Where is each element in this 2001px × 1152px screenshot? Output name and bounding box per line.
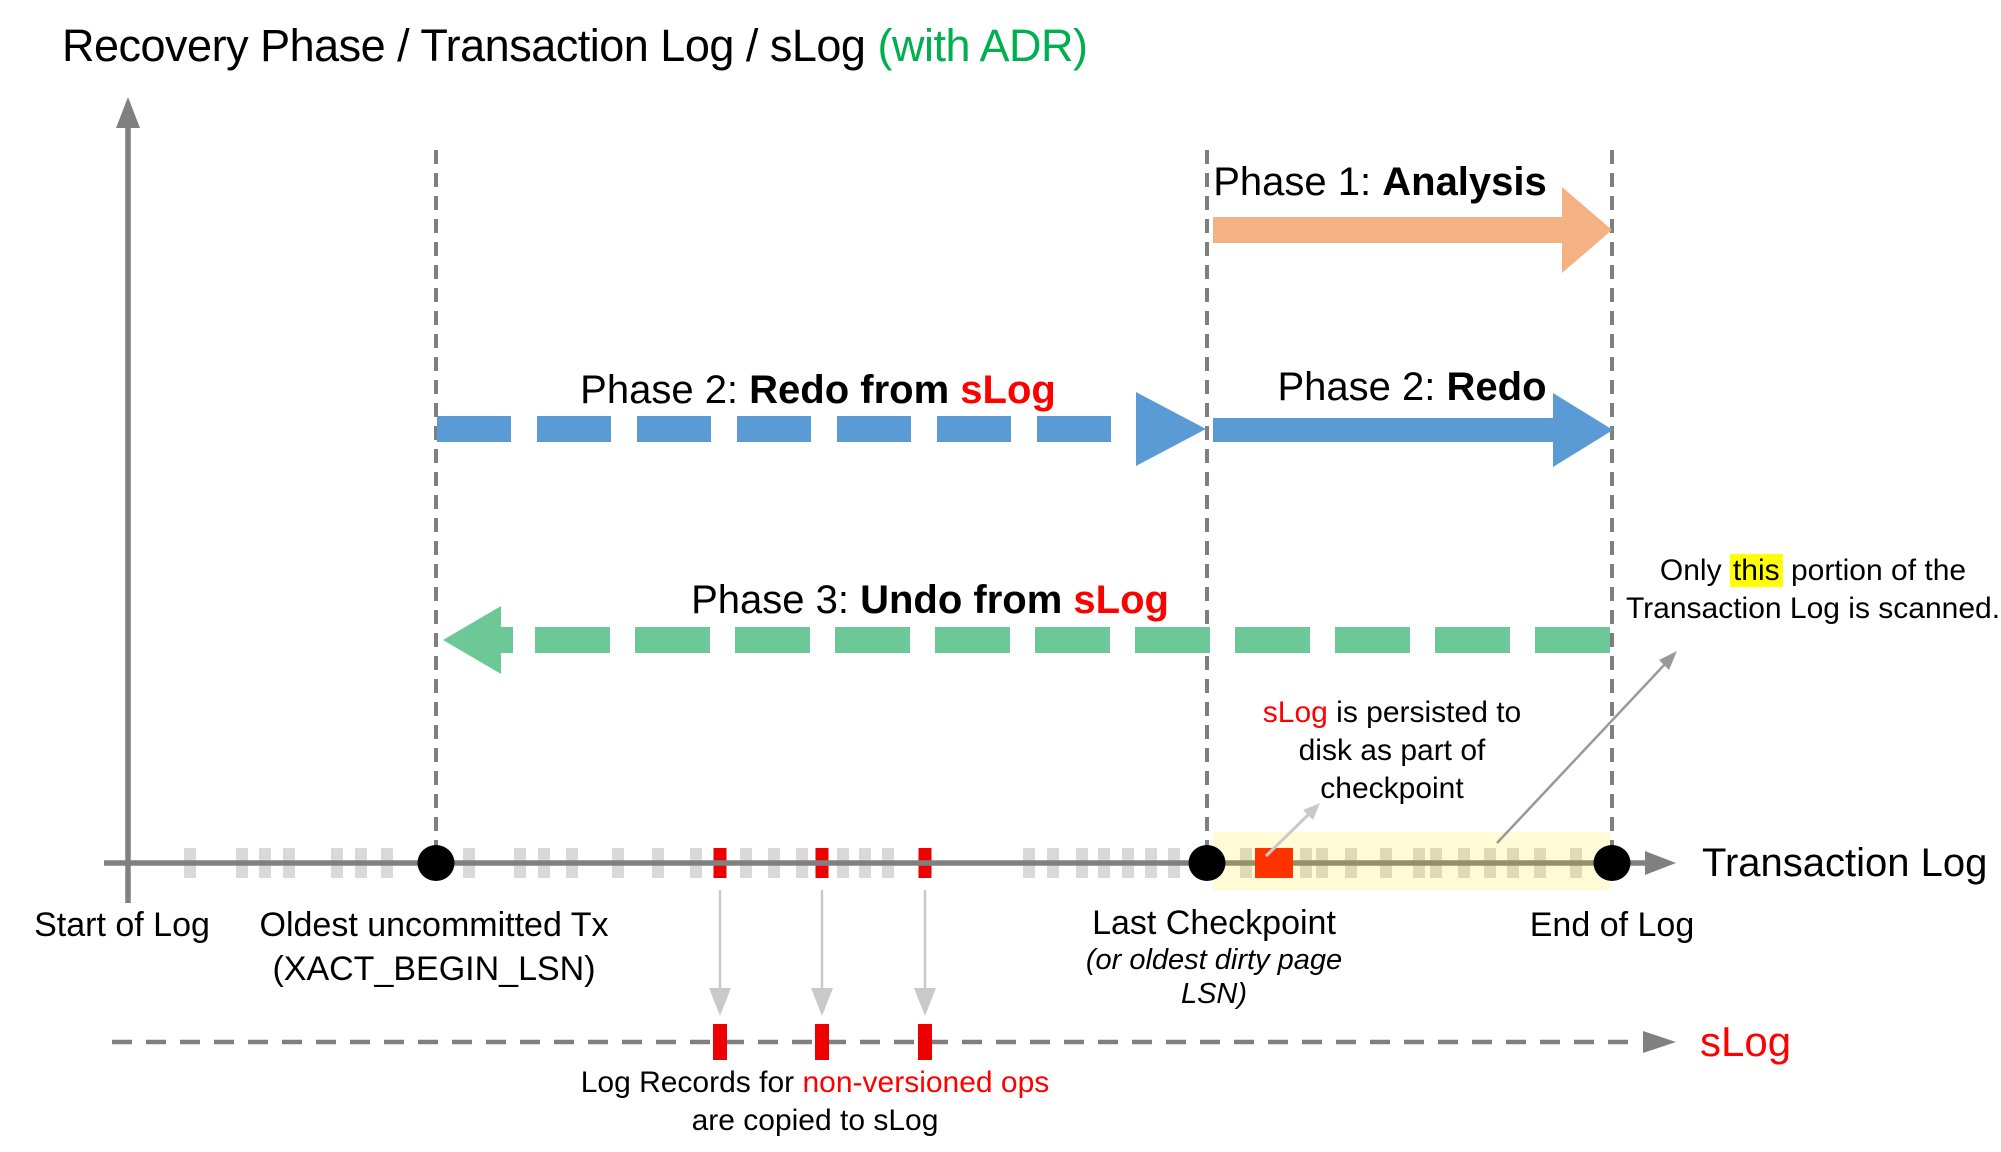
oldest-tx-label: Oldest uncommitted Tx (XACT_BEGIN_LSN): [260, 903, 609, 991]
copy-down-arrowhead: [811, 988, 833, 1016]
checkpoint-line2: (or oldest dirty page: [1085, 944, 1343, 976]
copy-down-arrowhead: [914, 988, 936, 1016]
scan-note: Only this portion of the Transaction Log…: [1626, 552, 2000, 628]
phase1-arrow-body: [1213, 217, 1563, 243]
phase1-prefix: Phase 1:: [1213, 160, 1383, 204]
phase2s-name: Redo from: [749, 368, 961, 412]
phase3-arrow-dash: [835, 627, 910, 653]
transaction-log-arrowhead: [1645, 851, 1676, 875]
phase2-slog-arrow-dash: [537, 416, 611, 442]
scan-note-post: portion of the: [1782, 554, 1967, 587]
persist-note-line2: disk as part of: [1298, 734, 1486, 767]
phase3-arrow-dash: [1035, 627, 1110, 653]
phase1-arrowhead: [1562, 187, 1612, 273]
start-of-log-text: Start of Log: [34, 906, 210, 944]
phase3-arrow-dash: [735, 627, 810, 653]
phase3-arrow-dash: [1335, 627, 1410, 653]
checkpoint-line1: Last Checkpoint: [1092, 904, 1336, 942]
phase2s-prefix: Phase 2:: [580, 368, 750, 412]
scan-note-arrow-stem: [1496, 662, 1667, 844]
phase2-slog-arrow-dash: [837, 416, 911, 442]
end-of-log-text: End of Log: [1529, 906, 1695, 944]
persist-note: sLog is persisted to disk as part of che…: [1263, 694, 1521, 808]
slog-record-tick: [815, 1024, 829, 1060]
transaction-log-text: Transaction Log: [1702, 841, 1988, 885]
persist-note-line3: checkpoint: [1320, 772, 1464, 805]
phase3-prefix: Phase 3:: [691, 578, 861, 622]
phase2-slog-label: Phase 2: Redo from sLog: [580, 368, 1056, 413]
page-title: Recovery Phase / Transaction Log / sLog …: [62, 20, 1088, 72]
oldest-tx-line2: (XACT_BEGIN_LSN): [272, 950, 596, 988]
phase3-arrow-dash: [1435, 627, 1510, 653]
copy-note-red: non-versioned ops: [802, 1066, 1050, 1099]
copy-note: Log Records for non-versioned ops are co…: [581, 1064, 1050, 1140]
slog-record-tick: [713, 1024, 727, 1060]
phase2-arrowhead: [1553, 393, 1613, 467]
slog-record-tick: [918, 1024, 932, 1060]
phase3-label: Phase 3: Undo from sLog: [691, 578, 1169, 623]
phase2-name: Redo: [1446, 365, 1547, 409]
phase2-slog-arrow-dash: [437, 416, 511, 442]
vertical-axis-arrowhead: [116, 97, 140, 128]
checkpoint-record-square: [1255, 848, 1293, 878]
checkpoint-line3: LSN): [1180, 978, 1248, 1010]
phase2-slog-arrow-dash: [937, 416, 1011, 442]
scan-note-pre: Only: [1659, 554, 1730, 587]
start-of-log-label: Start of Log: [34, 903, 210, 947]
phase3-arrow-dash: [1235, 627, 1310, 653]
phase3-arrow-dash: [1135, 627, 1210, 653]
phase1-label: Phase 1: Analysis: [1213, 160, 1547, 205]
phase2-label: Phase 2: Redo: [1277, 365, 1546, 410]
phase3-arrow-dash: [535, 627, 610, 653]
phase3-name: Undo from: [860, 578, 1074, 622]
oldest-tx-line1: Oldest uncommitted Tx: [259, 906, 609, 944]
title-main: Recovery Phase / Transaction Log / sLog: [62, 20, 878, 71]
scan-note-arrowhead: [1659, 651, 1677, 670]
persist-note-line1: is persisted to: [1327, 696, 1522, 729]
checkpoint-label: Last Checkpoint (or oldest dirty page LS…: [1086, 903, 1342, 1011]
scan-note-highlight: this: [1729, 554, 1783, 587]
copy-note-line2: are copied to sLog: [691, 1104, 939, 1137]
phase2s-slog: sLog: [960, 368, 1056, 412]
phase1-name: Analysis: [1382, 160, 1547, 204]
scan-note-line2: Transaction Log is scanned.: [1625, 592, 2001, 625]
slog-axis-label: sLog: [1700, 1018, 1791, 1066]
landmark-dot: [1593, 845, 1631, 881]
phase2-slog-arrow-dash: [737, 416, 811, 442]
persist-note-slog: sLog: [1262, 696, 1328, 729]
phase3-arrowhead: [443, 606, 513, 674]
persist-note-arrow-stem: [1264, 812, 1311, 858]
phase3-arrow-dash: [635, 627, 710, 653]
slog-text: sLog: [1700, 1018, 1792, 1065]
phase3-arrow-dash: [935, 627, 1010, 653]
phase2-arrow-body: [1213, 418, 1553, 442]
phase3-arrow-dash: [1535, 627, 1610, 653]
copy-down-arrowhead: [709, 988, 731, 1016]
end-of-log-label: End of Log: [1530, 903, 1694, 947]
slog-arrowhead: [1643, 1031, 1676, 1053]
phase3-slog: sLog: [1073, 578, 1169, 622]
landmark-dot: [417, 845, 455, 881]
phase2-slog-arrowhead: [1136, 392, 1206, 466]
phase2-slog-arrow-dash: [637, 416, 711, 442]
phase2-slog-arrow-dash: [1037, 416, 1111, 442]
title-adr: (with ADR): [877, 20, 1088, 71]
landmark-dot: [1188, 845, 1226, 881]
transaction-log-label: Transaction Log: [1702, 841, 1987, 886]
phase2-prefix: Phase 2:: [1277, 365, 1447, 409]
copy-note-pre: Log Records for: [580, 1066, 803, 1099]
persist-note-arrowhead: [1303, 803, 1320, 820]
